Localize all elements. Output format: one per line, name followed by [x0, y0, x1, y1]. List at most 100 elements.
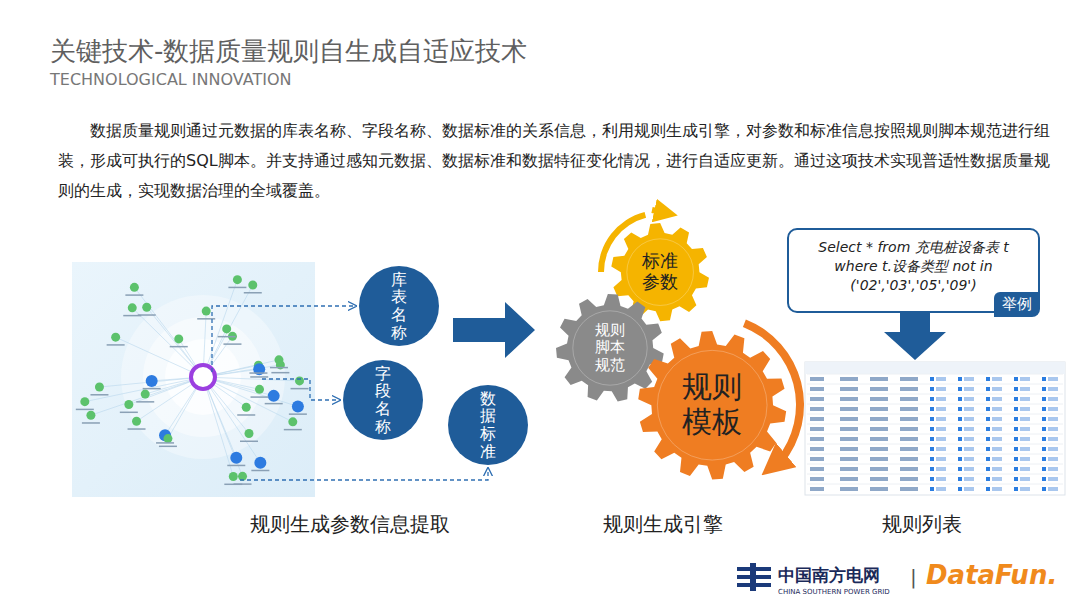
table-cell: [810, 387, 824, 391]
table-cell: [992, 437, 1002, 441]
table-cell: [1020, 417, 1030, 421]
table-cell: [964, 457, 974, 461]
graph-dot-caption: [143, 388, 161, 390]
gear-shape: [638, 331, 786, 479]
description-paragraph: 数据质量规则通过元数据的库表名称、字段名称、数据标准的关系信息，利用规则生成引擎…: [58, 116, 1050, 206]
table-cell: [1014, 457, 1018, 461]
graph-dot-caption: [138, 314, 156, 316]
table-cell: [930, 427, 934, 431]
section-caption: 规则生成引擎: [603, 511, 723, 538]
table-cell: [1048, 467, 1058, 471]
table-cell: [1014, 377, 1018, 381]
graph-dot: [268, 390, 280, 402]
table-cell: [986, 467, 990, 471]
graph-dot-caption: [289, 413, 307, 415]
table-cell: [900, 427, 918, 431]
table-cell: [840, 477, 858, 481]
table-cell: [1042, 447, 1046, 451]
table-cell: [840, 387, 858, 391]
table-cell: [1042, 487, 1046, 491]
table-cell: [870, 447, 888, 451]
logo-subtext: CHINA SOUTHERN POWER GRID: [778, 588, 890, 596]
table-cell: [936, 397, 946, 401]
gear: 规则脚本规范: [554, 292, 666, 404]
graph-dot-caption: [240, 441, 258, 443]
table-cell: [1048, 487, 1058, 491]
table-cell: [900, 377, 918, 381]
table-cell: [986, 377, 990, 381]
table-cell: [936, 407, 946, 411]
graph-dot-caption: [125, 294, 143, 296]
table-cell: [870, 467, 888, 471]
table-cell: [900, 407, 918, 411]
table-cell: [930, 377, 934, 381]
graph-dot: [202, 307, 211, 316]
table-cell: [992, 487, 1002, 491]
table-cell: [992, 387, 1002, 391]
table-cell: [936, 457, 946, 461]
graph-dot: [295, 376, 304, 385]
table-cell: [1048, 447, 1058, 451]
table-cell: [870, 387, 888, 391]
table-cell: [986, 477, 990, 481]
graph-dot: [141, 390, 150, 399]
graph-dot-caption: [120, 412, 138, 414]
graph-dot-caption: [291, 388, 309, 390]
table-row-line: [807, 384, 1063, 385]
graph-dot-caption: [250, 396, 268, 398]
table-cell: [1014, 387, 1018, 391]
table-cell: [930, 407, 934, 411]
graph-dot-caption: [237, 414, 255, 416]
graph-link: [85, 377, 203, 402]
gear-ring: [573, 311, 647, 385]
table-row-line: [807, 414, 1063, 415]
table-cell: [930, 417, 934, 421]
example-tab: 举例: [994, 292, 1040, 317]
table-cell: [958, 377, 962, 381]
graph-dot-caption: [249, 372, 267, 374]
graph-link: [203, 285, 253, 377]
graph-dot-caption: [82, 422, 100, 424]
table-cell: [936, 377, 946, 381]
table-cell: [964, 417, 974, 421]
table-cell: [930, 387, 934, 391]
graph-link: [203, 377, 243, 476]
table-cell: [870, 417, 888, 421]
graph-dot: [254, 457, 266, 469]
table-cell: [958, 467, 962, 471]
table-cell: [958, 387, 962, 391]
table-cell: [1048, 397, 1058, 401]
graph-dot-caption: [250, 376, 268, 378]
gear-shape: [556, 294, 664, 401]
table-cell: [1042, 397, 1046, 401]
table-cell: [930, 467, 934, 471]
table-cell: [936, 487, 946, 491]
table-cell: [992, 427, 1002, 431]
table-cell: [1014, 477, 1018, 481]
table-cell: [810, 407, 824, 411]
table-cell: [810, 377, 824, 381]
table-cell: [870, 407, 888, 411]
graph-dot-caption: [270, 367, 288, 369]
table-cell: [958, 437, 962, 441]
table-cell: [1048, 407, 1058, 411]
graph-dot-caption: [218, 336, 236, 338]
parameter-circle: 数据标准: [448, 385, 528, 465]
graph-dot-caption: [244, 292, 262, 294]
table-cell: [930, 487, 934, 491]
graph-dot-caption: [265, 403, 283, 405]
table-cell: [840, 377, 858, 381]
table-cell: [958, 457, 962, 461]
table-cell: [870, 377, 888, 381]
table-cell: [986, 437, 990, 441]
table-cell: [810, 447, 824, 451]
graph-dot-caption: [234, 483, 252, 485]
graph-dot: [288, 417, 297, 426]
table-row-line: [807, 464, 1063, 465]
table-cell: [986, 427, 990, 431]
table-cell: [810, 477, 824, 481]
graph-dot-caption: [128, 428, 146, 430]
table-row-line: [807, 394, 1063, 395]
table-cell: [1048, 417, 1058, 421]
